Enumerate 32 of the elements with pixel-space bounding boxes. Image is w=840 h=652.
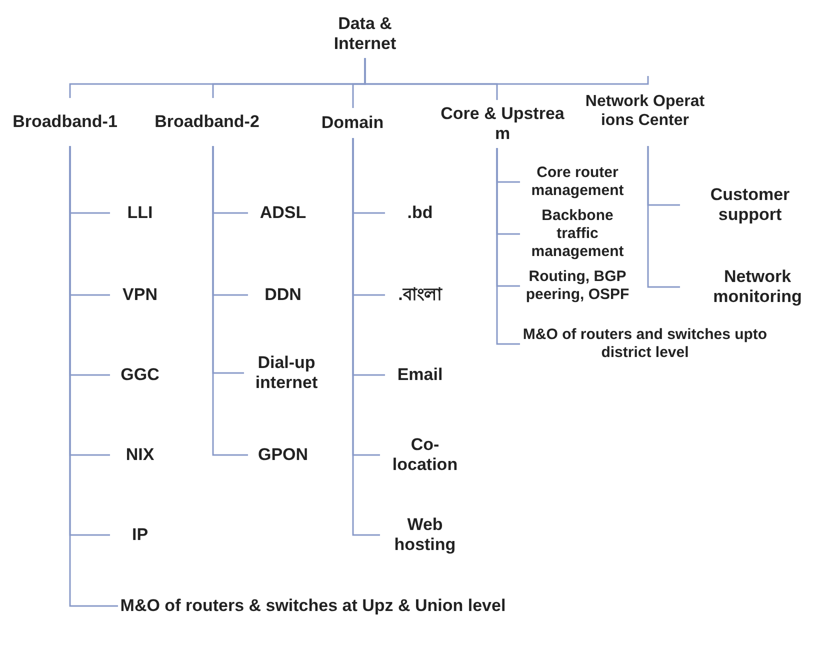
node-label: Broadband-2 <box>152 98 262 146</box>
node-label: LLI <box>110 198 170 228</box>
node-label: Broadband-1 <box>10 98 120 146</box>
node-label: Network Operations Center <box>585 76 705 146</box>
node-label: GPON <box>248 440 318 470</box>
connector-line <box>69 146 118 607</box>
node-label: GGC <box>110 360 170 390</box>
node-label: Routing, BGP peering, OSPF <box>520 264 635 308</box>
node-label: Customer support <box>680 180 820 230</box>
node-label: .বাংলা <box>385 280 455 310</box>
connector-line <box>647 146 680 288</box>
node-label: Network monitoring <box>680 262 835 312</box>
connector-line <box>352 138 380 536</box>
node-label: NIX <box>110 440 170 470</box>
node-label: .bd <box>385 198 455 228</box>
node-label: DDN <box>248 280 318 310</box>
node-label: Domain <box>300 108 405 138</box>
node-label: VPN <box>110 280 170 310</box>
node-label: M&O of routers & switches at Upz & Union level <box>118 582 508 630</box>
node-label: Dial-up internet <box>244 348 329 398</box>
node-label: ADSL <box>248 198 318 228</box>
node-label: Core router management <box>520 160 635 204</box>
connector-line <box>496 148 520 345</box>
connector-line <box>364 58 649 85</box>
connector-line <box>212 146 248 456</box>
node-label: Core & Upstream <box>440 100 565 148</box>
node-label: IP <box>110 520 170 550</box>
node-label: M&O of routers and switches upto district level <box>520 322 770 366</box>
node-label: Co-location <box>380 430 470 480</box>
node-label: Web hosting <box>380 510 470 560</box>
node-label: Data & Internet <box>310 10 420 58</box>
node-label: Email <box>385 360 455 390</box>
